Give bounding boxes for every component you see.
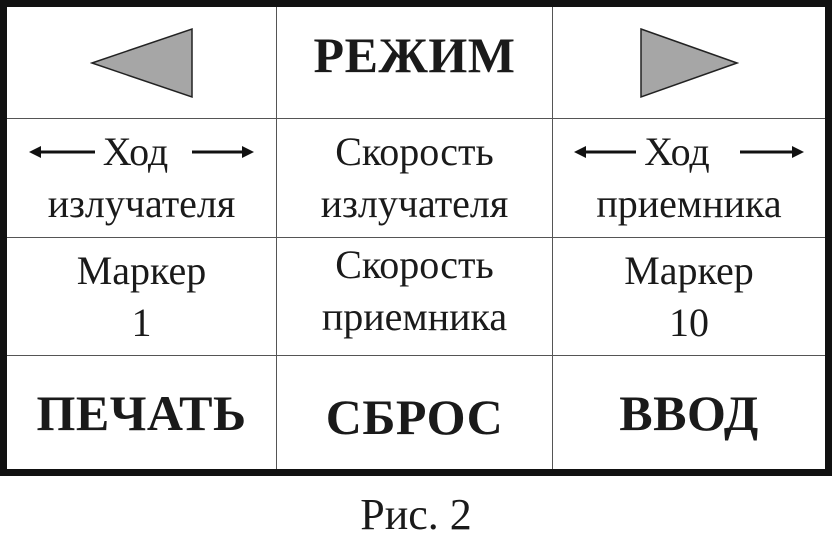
marker-1-line1: Маркер xyxy=(76,247,207,293)
emitter-speed-line1: Скорость xyxy=(335,129,494,174)
arrow-left-icon xyxy=(574,145,637,159)
mode-button[interactable]: РЕЖИМ xyxy=(277,7,553,119)
left-triangle-icon xyxy=(89,27,194,99)
emitter-speed-line2: излучателя xyxy=(320,181,509,226)
emitter-speed-button[interactable]: Скорость излучателя xyxy=(277,119,553,238)
receiver-speed-line2: приемника xyxy=(321,293,508,339)
marker-1-button[interactable]: Маркер 1 xyxy=(7,238,277,356)
receiver-travel-line1: Ход xyxy=(644,129,710,174)
emitter-travel-line2: излучателя xyxy=(47,181,236,226)
receiver-speed-line1: Скорость xyxy=(335,241,494,287)
control-panel: РЕЖИМ Ход xyxy=(0,0,832,476)
receiver-speed-button[interactable]: Скорость приемника xyxy=(277,238,553,356)
figure-caption: Рис. 2 xyxy=(360,490,472,539)
receiver-travel-line2: приемника xyxy=(596,181,782,226)
print-button[interactable]: ПЕЧАТЬ xyxy=(7,356,277,469)
reset-button[interactable]: СБРОС xyxy=(277,356,553,469)
print-label: ПЕЧАТЬ xyxy=(36,384,247,441)
reset-label: СБРОС xyxy=(325,388,504,445)
marker-10-line1: Маркер xyxy=(624,247,754,293)
arrow-right-icon xyxy=(192,145,255,159)
emitter-travel-line1: Ход xyxy=(102,129,169,174)
marker-10-button[interactable]: Маркер 10 xyxy=(553,238,825,356)
receiver-travel-button[interactable]: Ход приемника xyxy=(553,119,825,238)
emitter-travel-button[interactable]: Ход излучателя xyxy=(7,119,277,238)
arrow-left-icon xyxy=(28,145,95,159)
enter-button[interactable]: ВВОД xyxy=(553,356,825,469)
next-button[interactable] xyxy=(553,7,825,119)
marker-1-line2: 1 xyxy=(131,299,152,345)
enter-label: ВВОД xyxy=(619,384,759,441)
prev-button[interactable] xyxy=(7,7,277,119)
marker-10-line2: 10 xyxy=(668,299,709,345)
mode-label: РЕЖИМ xyxy=(313,26,516,83)
right-triangle-icon xyxy=(639,27,739,99)
arrow-right-icon xyxy=(739,145,804,159)
